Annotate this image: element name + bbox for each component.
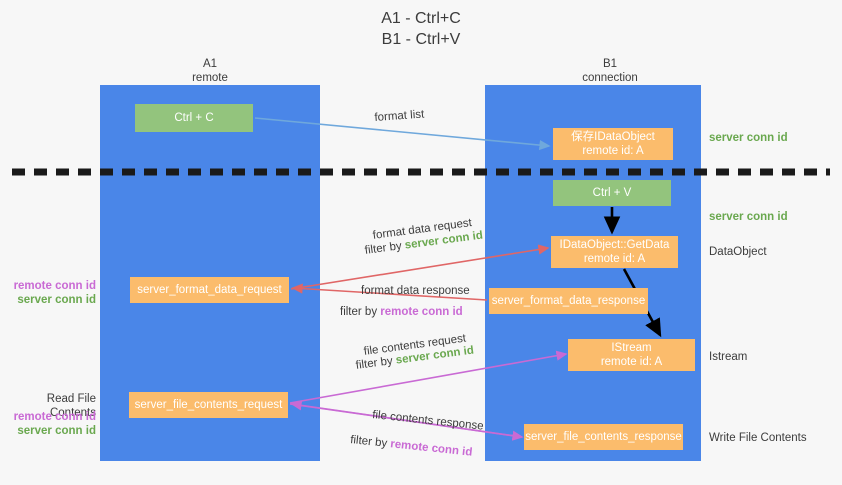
caption-format-data-response: format data response xyxy=(361,285,470,297)
box-server-file-contents-response[interactable]: server_file_contents_response xyxy=(524,424,683,450)
label-server-conn-id-middle: server conn id xyxy=(709,211,788,223)
box-idataobject-getdata[interactable]: IDataObject::GetData remote id: A xyxy=(551,236,678,268)
box-server-file-contents-request-label: server_file_contents_request xyxy=(134,399,283,411)
box-server-format-data-response-label: server_format_data_response xyxy=(491,295,646,307)
lane-header-a1-sub: remote xyxy=(192,72,228,84)
caption-format-list: format list xyxy=(374,108,425,124)
lane-header-b1-sub: connection xyxy=(582,72,638,84)
caption-format-data-response-filter-key: remote conn id xyxy=(380,306,463,318)
lane-header-a1: A1 remote xyxy=(130,57,290,85)
caption-file-contents-response-filter-key: remote conn id xyxy=(389,438,473,459)
label-remote-conn-id-lower: remote conn id xyxy=(13,411,96,423)
box-save-idataobject-subtitle: remote id: A xyxy=(582,145,644,157)
lane-header-b1-name: B1 xyxy=(602,58,618,70)
box-save-idataobject[interactable]: 保存IDataObject remote id: A xyxy=(553,128,673,160)
label-read-file-contents: Read File Contents xyxy=(46,393,96,419)
caption-file-contents-response-filter: filter by remote conn id xyxy=(349,433,473,461)
box-save-idataobject-label: 保存IDataObject xyxy=(571,131,655,143)
caption-format-data-request-filter-prefix: filter by xyxy=(364,239,406,257)
label-dataobject: DataObject xyxy=(709,246,767,258)
lane-header-a1-name: A1 xyxy=(202,58,218,70)
box-server-format-data-request-label: server_format_data_request xyxy=(137,284,282,296)
lane-header-b1: B1 connection xyxy=(530,57,690,85)
box-server-format-data-request[interactable]: server_format_data_request xyxy=(130,277,289,303)
box-server-format-data-response[interactable]: server_format_data_response xyxy=(489,288,648,314)
label-remote-conn-id-upper: remote conn id xyxy=(13,280,96,292)
box-istream-subtitle: remote id: A xyxy=(600,356,663,368)
label-server-conn-id-upper: server conn id xyxy=(17,294,96,306)
box-ctrl-v-label: Ctrl + V xyxy=(592,187,632,199)
box-server-file-contents-request[interactable]: server_file_contents_request xyxy=(129,392,288,418)
label-left-conn-ids-upper: remote conn id server conn id xyxy=(8,279,96,307)
box-ctrl-c-label: Ctrl + C xyxy=(174,112,214,124)
label-write-file-contents: Write File Contents xyxy=(709,432,807,444)
box-istream-label: IStream xyxy=(611,342,652,354)
box-istream[interactable]: IStream remote id: A xyxy=(568,339,695,371)
label-istream: Istream xyxy=(709,351,748,363)
box-ctrl-v[interactable]: Ctrl + V xyxy=(553,180,671,206)
box-ctrl-c[interactable]: Ctrl + C xyxy=(135,104,253,132)
box-server-file-contents-response-label: server_file_contents_response xyxy=(525,431,682,443)
caption-file-contents-response-filter-prefix: filter by xyxy=(349,433,391,451)
caption-format-data-response-filter-prefix: filter by xyxy=(340,306,381,318)
caption-file-contents-response: file contents response xyxy=(371,408,485,433)
label-left-conn-ids-lower: remote conn id server conn id xyxy=(8,410,96,438)
box-idataobject-getdata-label: IDataObject::GetData xyxy=(559,239,670,251)
diagram-title: A1 - Ctrl+C B1 - Ctrl+V xyxy=(381,10,461,48)
caption-file-contents-request-filter-prefix: filter by xyxy=(355,354,397,372)
label-server-conn-id-top: server conn id xyxy=(709,132,788,144)
label-server-conn-id-lower: server conn id xyxy=(17,425,96,437)
caption-format-data-response-filter: filter by remote conn id xyxy=(340,305,463,320)
box-idataobject-getdata-subtitle: remote id: A xyxy=(583,253,646,265)
